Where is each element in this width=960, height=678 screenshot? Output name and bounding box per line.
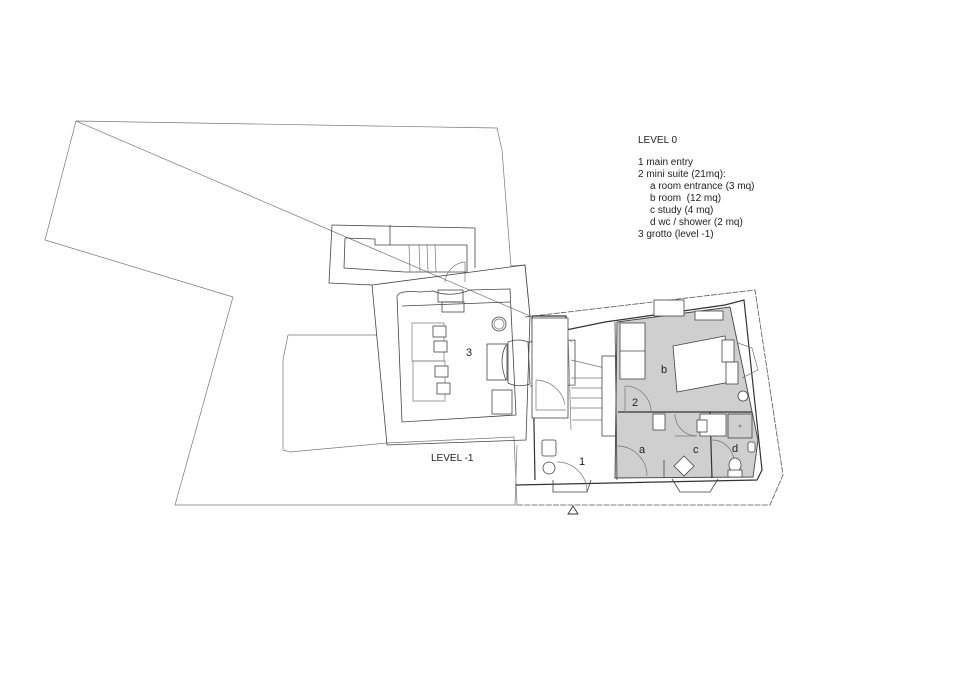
room-label-a: a [639, 444, 646, 456]
level-0-block [515, 289, 784, 506]
site-outline [44, 120, 531, 506]
legend-item: 3 grotto (level -1) [638, 229, 714, 240]
mini-suite [614, 299, 759, 493]
legend-subitem: a room entrance (3 mq) [650, 181, 755, 192]
legend-item: 2 mini suite (21mq): [638, 169, 726, 180]
legend-subitem: c study (4 mq) [650, 205, 714, 216]
legend-title: LEVEL 0 [638, 135, 678, 146]
entry-triangle-icon [567, 505, 579, 515]
room-label-c: c [693, 444, 699, 456]
legend: LEVEL 0 1 main entry 2 mini suite (21mq)… [638, 135, 755, 241]
room-labels: 3 1 2 a b c d LEVEL -1 [431, 347, 738, 468]
grotto-room [371, 264, 531, 446]
level-minus-1-label: LEVEL -1 [431, 453, 474, 464]
room-label-2: 2 [632, 397, 638, 409]
north-stair-block [328, 224, 476, 286]
legend-subitem: d wc / shower (2 mq) [650, 217, 743, 228]
room-label-1: 1 [579, 456, 585, 468]
legend-item: 1 main entry [638, 157, 694, 168]
room-label-d: d [732, 443, 738, 455]
legend-subitem: b room (12 mq) [650, 193, 722, 204]
room-label-3: 3 [466, 347, 472, 359]
room-label-b: b [661, 364, 667, 376]
